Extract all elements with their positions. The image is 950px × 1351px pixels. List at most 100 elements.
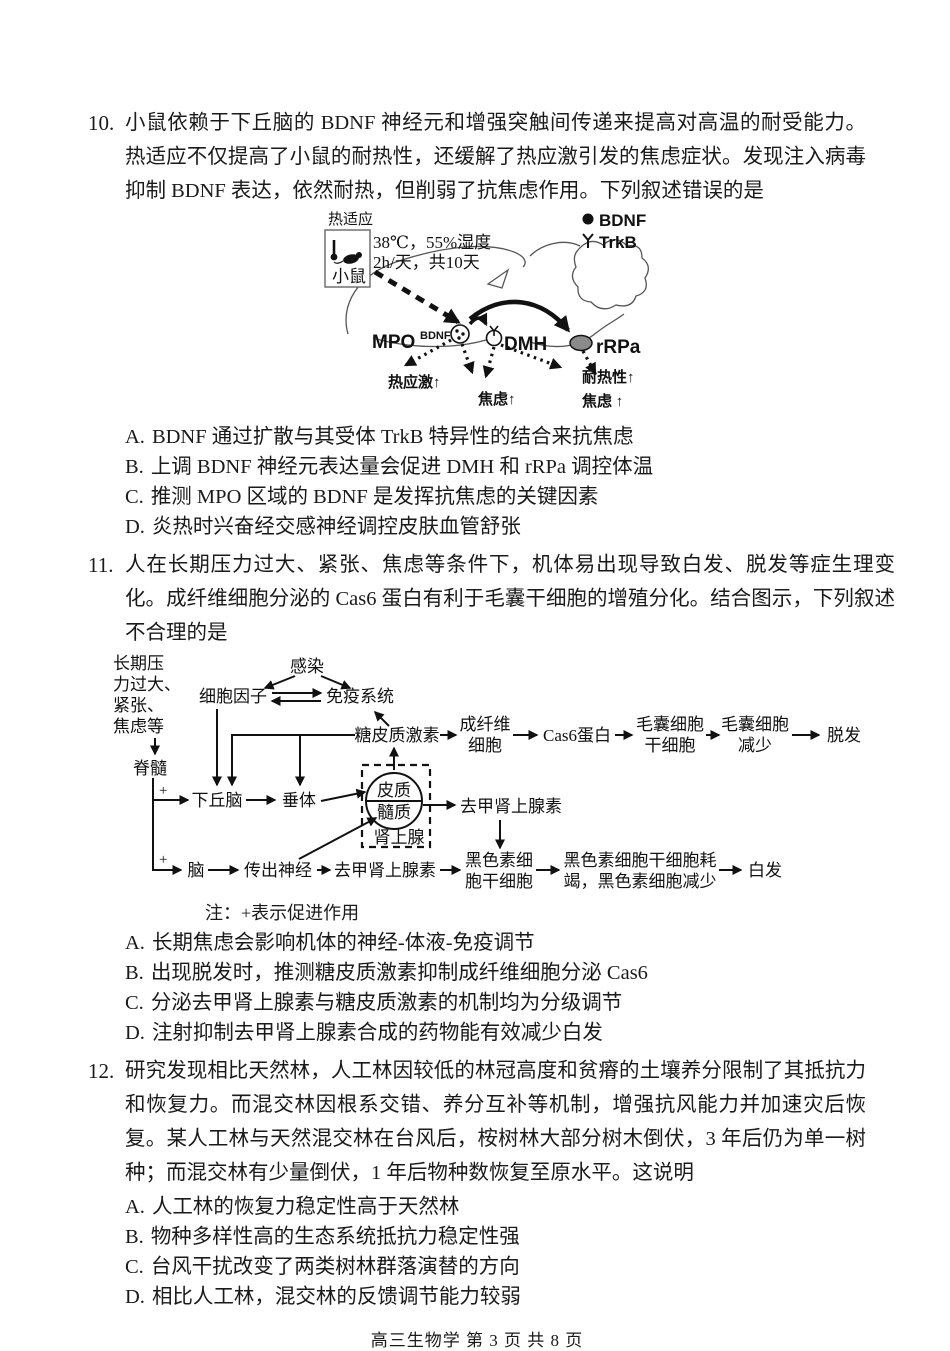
legend-bdnf: BDNF: [599, 211, 646, 230]
stress-pathway-diagram: 长期压 力过大、 紧张、 焦虑等 脊髓 + + 感染: [113, 654, 861, 891]
infection-to-cytokine-arrow: [263, 675, 296, 690]
option-label: B.: [125, 1226, 144, 1248]
hypothalamus-node: 下丘脑: [192, 791, 243, 810]
mpo-label: MPO: [372, 332, 415, 353]
option-text: 人工林的恢复力稳定性高于天然林: [151, 1196, 460, 1218]
pituitary-to-cortex-arrow: [320, 788, 367, 802]
question-11-stem: 人在长期压力过大、紧张、焦虑等条件下，机体易出现导致白发、脱发等症生理变化。成纤…: [125, 554, 895, 644]
cortex-node: 皮质: [377, 781, 411, 800]
svg-text:毛囊细胞: 毛囊细胞: [636, 715, 704, 734]
svg-text:毛囊细胞: 毛囊细胞: [721, 715, 789, 734]
question-10: 10. 小鼠依赖于下丘脑的 BDNF 神经元和增强突触间传递来提高对高温的耐受能…: [88, 106, 866, 542]
infection-to-immune-arrow: [320, 675, 352, 690]
melanocyte-deplete-node: 黑色素细胞干细胞耗 竭，黑色素细胞减少: [564, 851, 717, 891]
option-label: B.: [125, 456, 144, 478]
heat-stress-label: 热应激↑: [388, 373, 441, 391]
efferent-nerve-node: 传出神经: [244, 861, 312, 880]
plus-sign-lower: +: [159, 852, 167, 868]
option-text: 上调 BDNF 神经元表达量会促进 DMH 和 rRPa 调控体温: [150, 456, 654, 478]
option-text: 相比人工林，混交林的反馈调节能力较弱: [151, 1286, 521, 1308]
rrpa-label: rRPa: [596, 337, 641, 358]
option-row: A. BDNF 通过扩散与其受体 TrkB 特异性的结合来抗焦虑: [125, 422, 866, 452]
option-text: 注射抑制去甲肾上腺素合成的药物能有效减少白发: [151, 1022, 603, 1044]
spinal-cord-node: 脊髓: [133, 759, 167, 778]
option-label: D.: [125, 1022, 145, 1044]
question-10-stem: 小鼠依赖于下丘脑的 BDNF 神经元和增强突触间传递来提高对高温的耐受能力。热适…: [125, 112, 866, 202]
white-hair-node: 白发: [748, 861, 782, 880]
svg-text:细胞: 细胞: [468, 736, 502, 755]
option-label: C.: [125, 486, 144, 508]
mouse-label: 小鼠: [332, 267, 366, 286]
option-label: D.: [125, 516, 145, 538]
option-row: A. 长期焦虑会影响机体的神经-体液-免疫调节: [125, 928, 895, 958]
mouse-icon: [333, 252, 362, 264]
question-10-figure: 热适应 小鼠 38℃，55%湿度 2h/天，共10天: [318, 208, 658, 420]
option-label: A.: [125, 1196, 145, 1218]
option-row: C. 分泌去甲肾上腺素与糖皮质激素的机制均为分级调节: [125, 988, 895, 1018]
heat-tolerance-label: 耐热性↑: [582, 368, 635, 386]
dmh-label: DMH: [504, 334, 547, 355]
noradrenaline-bottom-node: 去甲肾上腺素: [334, 861, 436, 880]
option-label: A.: [125, 932, 145, 954]
mpo-to-rrpa-arrow: [468, 299, 571, 333]
fibroblast-node: 成纤维 细胞: [460, 715, 511, 755]
question-12-stem: 研究发现相比天然林，人工林因较低的林冠高度和贫瘠的土壤养分限制了其抵抗力和恢复力…: [125, 1060, 866, 1184]
svg-text:黑色素细: 黑色素细: [465, 851, 533, 870]
hair-loss-node: 脱发: [827, 726, 861, 745]
svg-text:成纤维: 成纤维: [460, 715, 511, 734]
option-text: 台风干扰改变了两类树林群落演替的方向: [150, 1256, 520, 1278]
question-12-options: A. 人工林的恢复力稳定性高于天然林 B. 物种多样性高的生态系统抵抗力稳定性强 C…: [125, 1192, 866, 1312]
gluco-to-immune-arrow: [373, 710, 390, 727]
anxiety-mid-label: 焦虑↑: [477, 390, 516, 408]
option-text: 炎热时兴奋经交感神经调控皮肤血管舒张: [151, 516, 521, 538]
question-12: 12. 研究发现相比天然林，人工林因较低的林冠高度和贫瘠的土壤养分限制了其抵抗力…: [88, 1054, 866, 1312]
rrpa-nucleus-icon: [569, 334, 593, 352]
cytokine-node: 细胞因子: [199, 687, 267, 706]
brain-outline: [345, 239, 649, 348]
option-text: BDNF 通过扩散与其受体 TrkB 特异性的结合来抗焦虑: [151, 426, 634, 448]
svg-text:长期压: 长期压: [113, 654, 164, 673]
mpo-to-dmh-arrow: [468, 312, 488, 327]
option-label: C.: [125, 1256, 144, 1278]
option-text: 长期焦虑会影响机体的神经-体液-免疫调节: [151, 932, 535, 954]
heat-adaptation-label: 热适应: [328, 210, 373, 228]
efferent-to-medulla-arrow: [298, 817, 378, 860]
svg-text:减少: 减少: [738, 736, 772, 755]
dmh-neuron-icon: [485, 325, 503, 347]
question-10-body: 小鼠依赖于下丘脑的 BDNF 神经元和增强突触间传递来提高对高温的耐受能力。热适…: [125, 106, 866, 542]
option-text: 分泌去甲肾上腺素与糖皮质激素的机制均为分级调节: [150, 992, 623, 1014]
svg-text:黑色素细胞干细胞耗: 黑色素细胞干细胞耗: [564, 851, 717, 870]
noradrenaline-top-node: 去甲肾上腺素: [460, 797, 562, 816]
option-row: B.出现脱发时，推测糖皮质激素抑制成纤维细胞分泌 Cas6: [125, 958, 895, 988]
spinal-to-brain-line: [152, 778, 183, 875]
anxiety-right-label: 焦虑 ↑: [581, 392, 623, 410]
option-label: C.: [125, 992, 144, 1014]
svg-text:力过大、: 力过大、: [113, 675, 181, 694]
adrenal-label: 肾上腺: [374, 828, 425, 847]
mpo-neuron-icon: [450, 324, 470, 344]
question-10-number: 10.: [88, 111, 115, 135]
option-text: 推测 MPO 区域的 BDNF 是发挥抗焦虑的关键因素: [150, 486, 599, 508]
option-row: C. 台风干扰改变了两类树林群落演替的方向: [125, 1252, 866, 1282]
plus-sign-upper: +: [159, 783, 167, 799]
glucocorticoid-node: 糖皮质激素: [355, 726, 440, 745]
question-12-body: 研究发现相比天然林，人工林因较低的林冠高度和贫瘠的土壤养分限制了其抵抗力和恢复力…: [125, 1054, 866, 1312]
option-label: A.: [125, 426, 145, 448]
option-label: D.: [125, 1286, 145, 1308]
projection-arrows: [403, 338, 597, 379]
cas6-node: Cas6蛋白: [543, 726, 611, 745]
option-row: A. 人工林的恢复力稳定性高于天然林: [125, 1192, 866, 1222]
immune-system-node: 免疫系统: [326, 687, 394, 706]
infection-node: 感染: [290, 657, 324, 676]
condition-line1: 38℃，55%湿度: [373, 233, 491, 252]
svg-text:紧张、: 紧张、: [113, 696, 164, 715]
trkb-receptor-icon: [582, 233, 594, 248]
brain-node: 脑: [188, 861, 205, 880]
question-12-number: 12.: [88, 1059, 115, 1083]
page-footer: 高三生物学 第 3 页 共 8 页: [370, 1331, 584, 1350]
follicle-decrease-node: 毛囊细胞 减少: [721, 715, 789, 755]
mpo-superscript: BDNF: [420, 330, 451, 342]
option-text: 物种多样性高的生态系统抵抗力稳定性强: [150, 1226, 520, 1248]
question-11-options: A. 长期焦虑会影响机体的神经-体液-免疫调节 B.出现脱发时，推测糖皮质激素抑制…: [125, 928, 895, 1048]
